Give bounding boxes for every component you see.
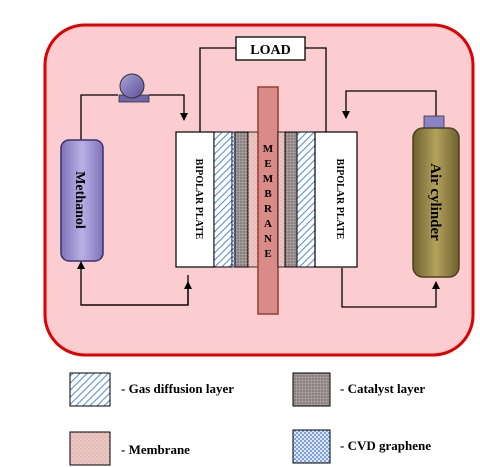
legend-label-membrane: - Membrane — [121, 442, 190, 457]
methanol-label: Methanol — [72, 171, 87, 229]
right-catalyst-layer — [284, 131, 298, 268]
membrane-letter: E — [264, 158, 271, 170]
air-cylinder-label: Air cylinder — [427, 163, 443, 241]
membrane-letter: M — [263, 173, 274, 185]
air-return-line — [341, 268, 440, 308]
membrane-label: M E M B R A N E — [263, 143, 274, 260]
legend-swatch-graphene — [292, 429, 331, 464]
left-bipolar-plate — [175, 131, 215, 268]
left-membrane-strip — [247, 131, 259, 268]
load-label: LOAD — [250, 43, 290, 58]
legend-swatch-gas-diffusion — [69, 372, 111, 407]
right-membrane-strip — [277, 131, 286, 268]
membrane-letter: M — [263, 143, 274, 155]
fuel-feed-line-2 — [149, 94, 188, 121]
left-gas-diffusion-layer — [213, 131, 233, 268]
air-cylinder — [412, 127, 460, 278]
legend-label-gas-diffusion: - Gas diffusion layer — [121, 381, 234, 396]
membrane-letter: A — [264, 218, 272, 230]
right-gas-diffusion-layer — [296, 131, 316, 268]
legend: - Gas diffusion layer - Catalyst layer -… — [69, 372, 431, 466]
legend-label-graphene: - CVD graphene — [340, 438, 431, 453]
methanol-tank — [60, 139, 104, 262]
legend-swatch-membrane — [69, 431, 111, 466]
membrane-letter: N — [264, 233, 272, 245]
fuel-feed-line-1 — [80, 94, 118, 140]
pump-icon — [118, 73, 150, 103]
membrane — [257, 86, 279, 315]
legend-label-catalyst: - Catalyst layer — [340, 381, 425, 396]
legend-swatch-catalyst — [292, 372, 331, 407]
membrane-letter: E — [264, 248, 271, 260]
load-wire-right — [305, 47, 327, 132]
membrane-letter: R — [264, 203, 273, 215]
fuel-return-arrow — [81, 281, 192, 306]
right-bipolar-plate-label: BIPOLAR PLATE — [334, 159, 345, 240]
air-feed-line — [342, 90, 437, 128]
left-bipolar-plate-label: BIPOLAR PLATE — [193, 159, 204, 240]
air-cylinder-valve — [423, 115, 445, 129]
load-box — [235, 36, 306, 61]
left-catalyst-layer — [234, 131, 249, 268]
right-bipolar-plate — [314, 131, 358, 268]
membrane-letter: B — [264, 188, 272, 200]
load-wire-left — [199, 47, 236, 132]
